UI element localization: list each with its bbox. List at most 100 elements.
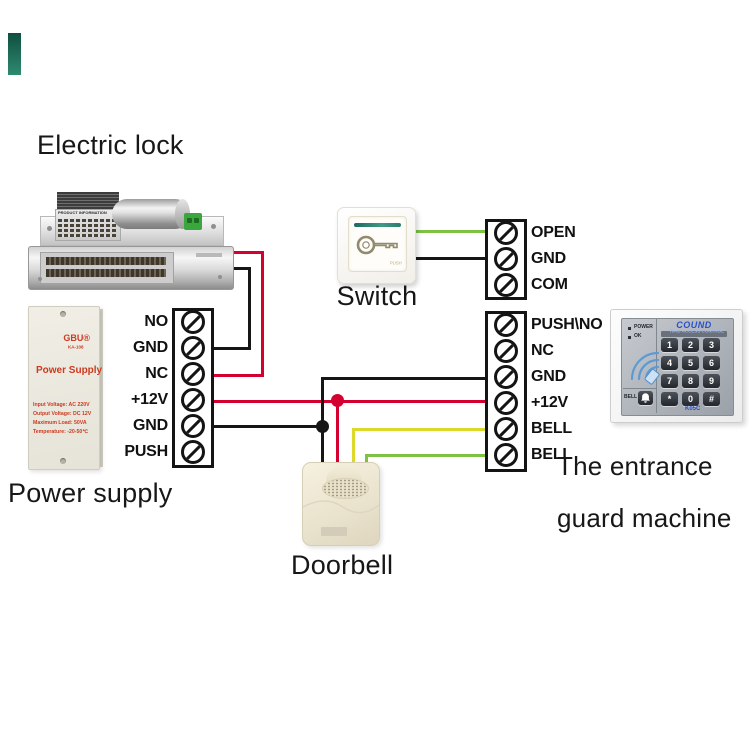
keypad-key: 9 [703,374,720,388]
screw-terminal [494,417,518,441]
black-wire [321,377,488,380]
terminal-label: GND [531,250,566,267]
screw-terminal [494,313,518,337]
screw-terminal [494,391,518,415]
black-wire [212,347,251,350]
terminal-label: PUSH\NO [531,316,603,333]
keypad-subtitle: RFID ACCESS CONTROL [670,329,724,334]
terminal-label: GND [133,417,168,434]
terminal-label: GND [133,339,168,356]
lock-info-slots [58,218,116,237]
ok-led [628,336,631,339]
terminal-label: +12V [130,391,168,408]
power-terminal-block [172,308,214,468]
screw-terminal [181,388,205,412]
keypad-subtitle-strip [661,331,727,337]
terminal-label: COM [531,276,568,293]
lock-brand-mark [196,253,222,257]
red-junction-dot [331,394,344,407]
black-wire [248,267,251,350]
bell-key [638,391,653,405]
lock-green-terminal [184,213,202,230]
green-wire [365,454,488,457]
lock-magnet-strip [46,269,166,277]
red-wire [336,400,339,464]
doorbell-seam [303,500,379,514]
keypad-ok-label: OK [634,333,642,339]
keypad-power-label: POWER [634,324,653,330]
power-supply-box [28,306,100,470]
black-wire [222,267,251,270]
screw-terminal [494,443,518,467]
terminal-label: BELL [531,446,572,463]
bell-icon [641,393,650,403]
power-supply-brand: GBU® [63,333,90,343]
power-supply-spec: Temperature: -20-50℃ [33,429,89,435]
label-doorbell: Doorbell [291,550,394,580]
terminal-label: NC [531,342,554,359]
screw-terminal [181,310,205,334]
power-supply-screw [60,458,66,464]
terminal-label: GND [531,368,566,385]
lock-cylinder [112,199,190,229]
keypad-key: 1 [661,338,678,352]
label-power-supply: Power supply [8,478,173,508]
red-wire [261,251,264,377]
red-wire [226,251,264,254]
screw-terminal [494,339,518,363]
switch-green-bar [354,223,401,227]
switch-push-label: PUSH [390,261,402,266]
key-icon [356,235,398,255]
keypad-model: K05C [685,405,701,412]
terminal-label: +12V [531,394,569,411]
lock-magnet-strip [46,257,166,265]
screw-terminal [494,247,518,271]
black-wire [408,257,488,260]
label-switch: Switch [336,281,418,311]
rfid-icon [630,351,660,385]
screw-terminal [494,273,518,297]
terminal-label: BELL [531,420,572,437]
power-supply-title: Power Supply [36,365,103,376]
red-wire [212,374,264,377]
keypad-key: * [661,392,678,406]
lock-info-box-top [57,192,119,209]
doorbell-speaker-grille [322,478,369,499]
access-keypad-image: POWER OK BELL COUND RFID ACCESS CONTROL … [610,309,743,423]
green-wire [408,230,488,233]
doorbell-image [302,462,380,546]
keypad-left-divider [623,388,656,389]
label-entrance-1: The entrance [557,451,713,481]
doorbell-label-tag [321,527,347,536]
power-supply-spec: Input Voltage: AC 220V [33,402,90,408]
power-supply-spec: Output Voltage: DC 12V [33,411,92,417]
lock-info-label: PRODUCT INFORMATION [58,211,107,216]
red-wire [212,400,488,403]
lock-screw-dot [38,277,42,281]
power-supply-spec: Maximum Load: 50VA [33,420,87,426]
power-supply-side [98,309,103,467]
power-led [628,327,631,330]
terminal-label: OPEN [531,224,576,241]
lock-screw-dot [47,226,52,231]
keypad-bell-label: BELL [624,394,638,400]
yellow-wire [352,428,355,464]
keypad-key: 6 [703,356,720,370]
green-wire [365,454,368,464]
terminal-label: PUSH [124,443,168,460]
screw-terminal [181,414,205,438]
screw-terminal [494,365,518,389]
keypad-key: 0 [682,392,699,406]
exit-switch-image: PUSH [337,207,416,284]
keypad-key: 5 [682,356,699,370]
power-supply-model: KA-108 [68,345,84,350]
yellow-wire [352,428,488,431]
corner-mark [8,33,21,75]
keypad-key: 2 [682,338,699,352]
keypad-key: 8 [682,374,699,388]
power-supply-screw [60,311,66,317]
label-electric-lock: Electric lock [37,130,184,160]
screw-terminal [181,362,205,386]
switch-inner-panel: PUSH [348,216,407,272]
